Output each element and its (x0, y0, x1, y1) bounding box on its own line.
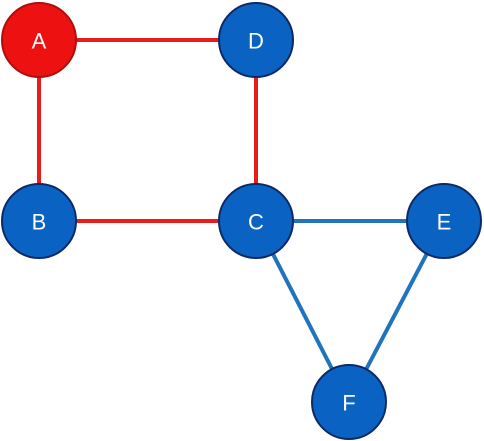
node-circle-c (218, 183, 294, 259)
node-label-e: E (437, 210, 452, 235)
node-circle-d (218, 2, 294, 78)
node-label-c: C (248, 210, 264, 235)
node-label-f: F (342, 391, 355, 416)
node-circle-a (1, 2, 77, 78)
node-circle-e (406, 183, 482, 259)
node-label-a: A (32, 29, 47, 54)
node-e: E (406, 183, 482, 259)
node-label-b: B (32, 210, 47, 235)
node-circle-b (1, 183, 77, 259)
node-circle-f (311, 364, 387, 440)
node-f: F (311, 364, 387, 440)
node-d: D (218, 2, 294, 78)
node-label-d: D (248, 29, 264, 54)
node-b: B (1, 183, 77, 259)
node-c: C (218, 183, 294, 259)
node-a: A (1, 2, 77, 78)
